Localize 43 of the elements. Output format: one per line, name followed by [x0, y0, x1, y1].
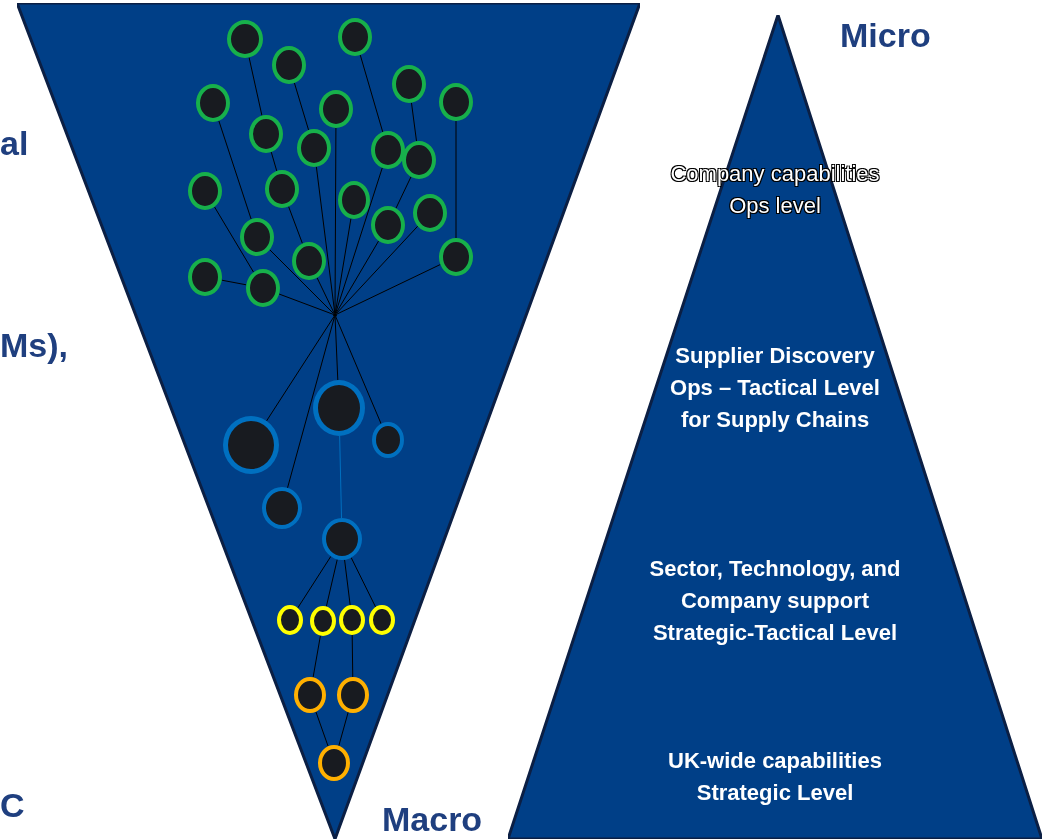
level-text: UK-wide capabilities Strategic Level	[667, 747, 883, 807]
connector-line	[315, 711, 329, 747]
connector-line	[351, 634, 354, 678]
connector-line	[213, 206, 255, 273]
connector-line	[297, 555, 332, 609]
level-text: Sector, Technology, and Company support Strategic-Tactical Level	[648, 555, 902, 647]
scale-label: Ms),	[0, 326, 68, 365]
connector-line	[455, 120, 457, 239]
connector-line	[359, 54, 384, 133]
connector-line	[315, 166, 336, 314]
connector-line	[350, 557, 377, 608]
connector-line	[278, 293, 334, 315]
connector-line	[338, 711, 349, 747]
pyramid-shape	[508, 15, 1042, 839]
connector-line	[269, 249, 335, 315]
level-text: Supplier Discovery Ops – Tactical Level for Supply Chains	[670, 342, 880, 434]
scale-label: Micro	[840, 16, 931, 55]
connector-line	[334, 316, 339, 381]
scale-label: C	[0, 786, 25, 825]
connector-line	[248, 57, 263, 117]
scale-label: Macro	[382, 800, 483, 839]
connector-line	[293, 82, 310, 131]
connector-line	[410, 102, 418, 142]
connector-line	[218, 120, 252, 220]
hub-point	[333, 313, 337, 317]
connector-line	[287, 316, 335, 489]
connector-line	[336, 264, 441, 315]
connector-line	[339, 435, 342, 519]
connector-line	[395, 176, 412, 209]
connector-line	[316, 277, 335, 314]
connector-line	[335, 225, 419, 315]
connector-line	[266, 316, 335, 422]
connector-line	[312, 635, 321, 678]
connector-line	[288, 206, 303, 244]
connector-line	[334, 218, 352, 314]
connector-line	[335, 316, 382, 425]
connector-line	[335, 167, 383, 314]
connector-line	[325, 558, 338, 607]
connector-line	[270, 151, 278, 172]
scale-label: al	[0, 124, 29, 163]
connector-line	[335, 240, 380, 314]
connector-line	[344, 559, 351, 606]
connector-line	[221, 279, 247, 286]
